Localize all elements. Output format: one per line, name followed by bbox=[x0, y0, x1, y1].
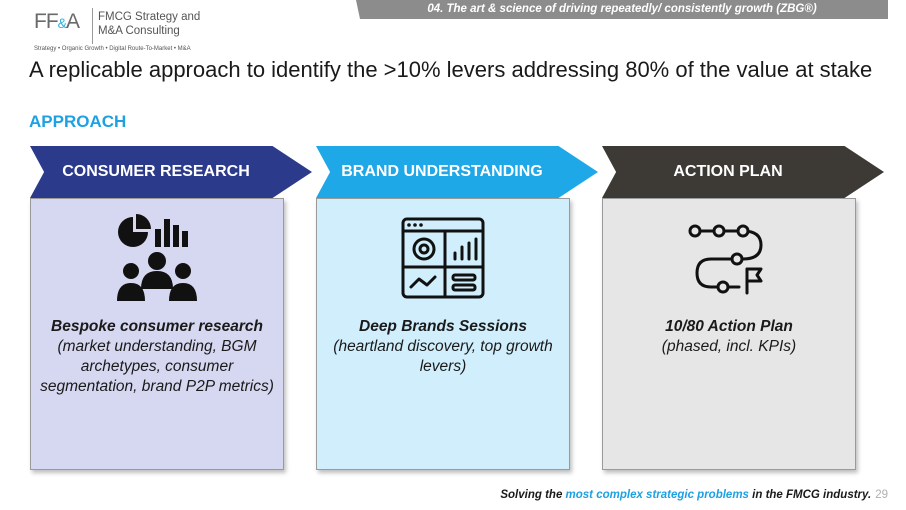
logo-name: FMCG Strategy and M&A Consulting bbox=[98, 10, 200, 38]
footer-tagline: Solving the most complex strategic probl… bbox=[500, 489, 888, 501]
card-detail: (phased, incl. KPIs) bbox=[661, 338, 797, 355]
footer-highlight: most complex strategic problems bbox=[565, 489, 749, 501]
card-lead: Deep Brands Sessions bbox=[359, 318, 527, 335]
consumer-research-icon bbox=[117, 214, 197, 301]
company-logo: FF&A FMCG Strategy and M&A Consulting St… bbox=[34, 8, 234, 54]
logo-mark: FF&A bbox=[34, 10, 80, 34]
slide-title: A replicable approach to identify the >1… bbox=[29, 57, 873, 82]
card-consumer-research-text: Bespoke consumer research (market unders… bbox=[37, 317, 277, 397]
card-action-plan-text: 10/80 Action Plan (phased, incl. KPIs) bbox=[609, 317, 849, 357]
card-brand-understanding: Deep Brands Sessions (heartland discover… bbox=[316, 198, 570, 470]
dashboard-icon bbox=[401, 217, 485, 299]
logo-name-line2: M&A Consulting bbox=[98, 25, 180, 37]
page-number: 29 bbox=[875, 489, 888, 501]
footer-suffix: in the FMCG industry. bbox=[748, 489, 872, 501]
card-action-plan: 10/80 Action Plan (phased, incl. KPIs) bbox=[602, 198, 856, 470]
footer-prefix: Solving the bbox=[500, 489, 566, 501]
section-banner: 04. The art & science of driving repeate… bbox=[356, 0, 888, 19]
slide-subtitle: APPROACH bbox=[29, 112, 127, 131]
chevron-brand-understanding: BRAND UNDERSTANDING bbox=[316, 146, 598, 198]
card-detail: (heartland discovery, top growth levers) bbox=[333, 338, 553, 375]
chevron-consumer-research: CONSUMER RESEARCH bbox=[30, 146, 312, 198]
card-brand-understanding-text: Deep Brands Sessions (heartland discover… bbox=[323, 317, 563, 377]
chevron-action-plan: ACTION PLAN bbox=[602, 146, 884, 198]
logo-mark-amp: & bbox=[57, 15, 67, 31]
card-consumer-research: Bespoke consumer research (market unders… bbox=[30, 198, 284, 470]
logo-tagline: Strategy • Organic Growth • Digital Rout… bbox=[34, 46, 191, 52]
card-lead: Bespoke consumer research bbox=[51, 318, 263, 335]
logo-divider bbox=[92, 8, 93, 44]
logo-mark-ff: FF bbox=[34, 10, 59, 33]
roadmap-icon bbox=[688, 224, 763, 295]
logo-name-line1: FMCG Strategy and bbox=[98, 11, 201, 23]
logo-mark-a: A bbox=[66, 10, 80, 33]
card-detail: (market understanding, BGM archetypes, c… bbox=[40, 338, 274, 395]
card-lead: 10/80 Action Plan bbox=[665, 318, 793, 335]
